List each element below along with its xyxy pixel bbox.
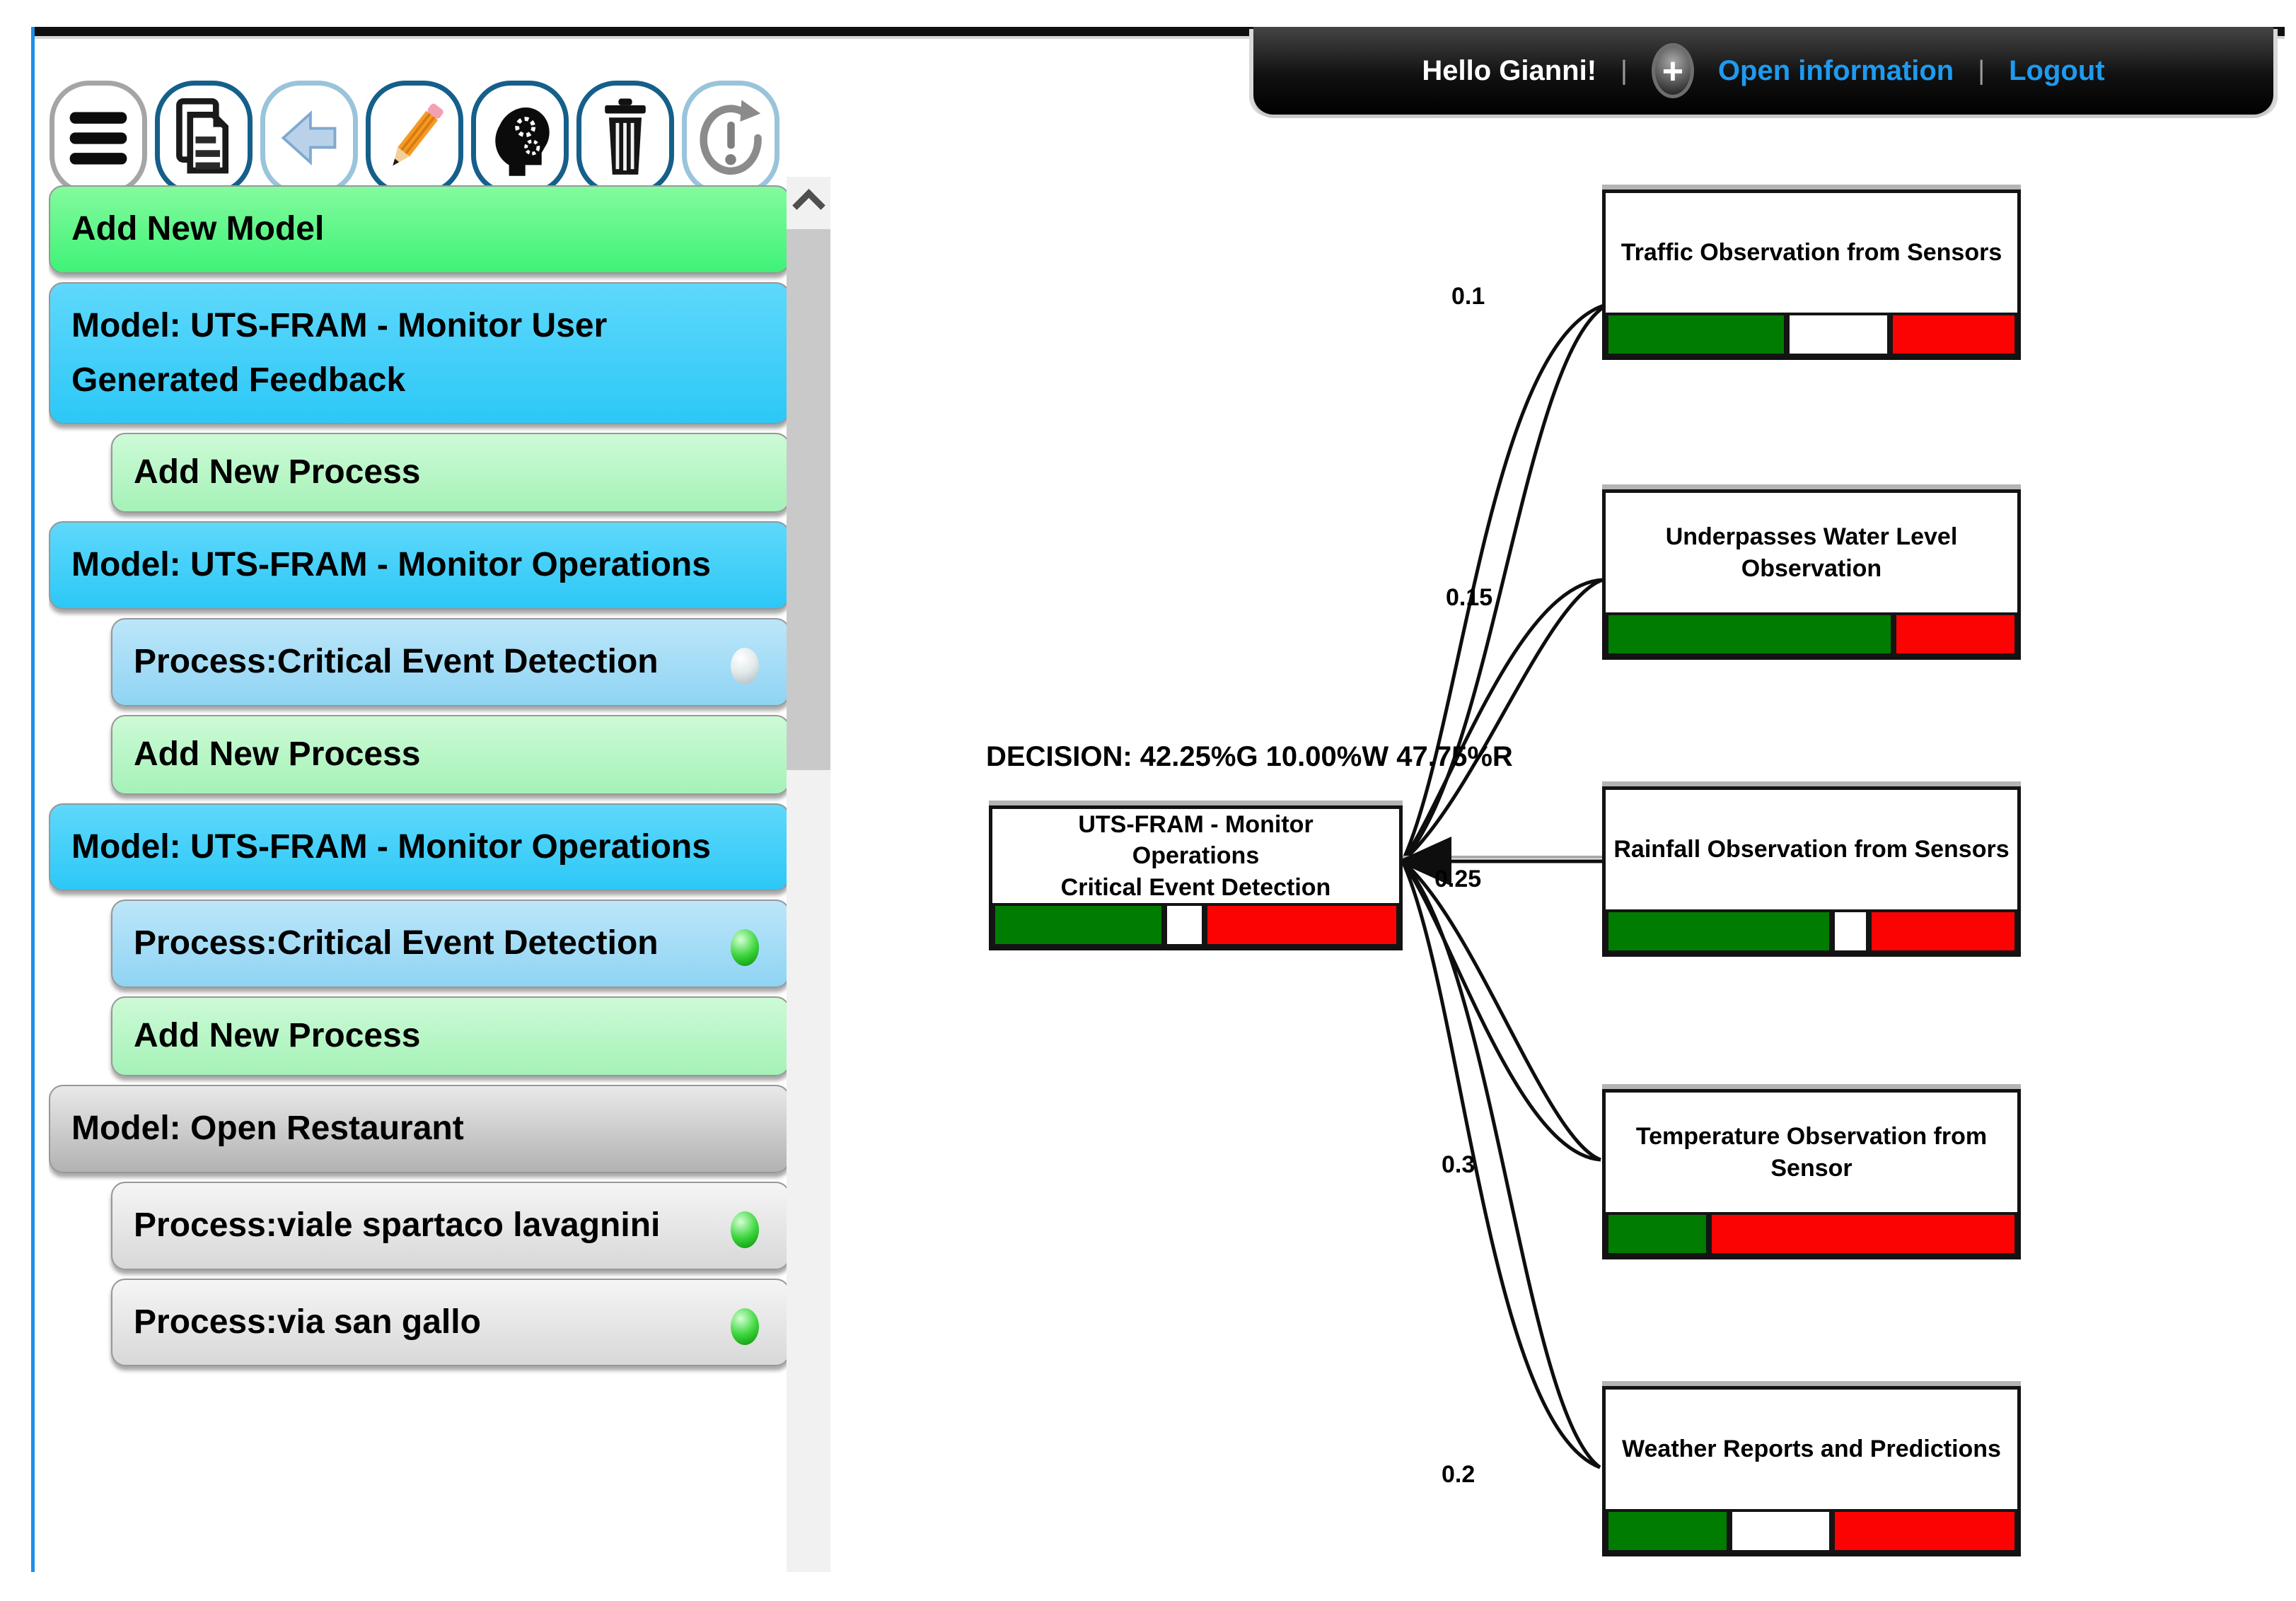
user-greeting: Hello Gianni! [1422,54,1597,86]
sensor-node-title: Weather Reports and Predictions [1622,1436,2001,1463]
left-border-line [31,27,35,1572]
reset-power-icon[interactable] [682,81,779,195]
status-dot-green [731,929,759,967]
sidebar-item-model-gray[interactable]: Model: Open Restaurant [49,1084,790,1173]
sensor-node[interactable]: Temperature Observation from Sensor [1602,1089,2021,1259]
bar-segment-green [1606,313,1787,356]
sidebar-item-label: Model: UTS-FRAM - Monitor User Generated… [71,306,608,399]
edge-weight-label: 0.2 [1442,1461,1475,1488]
status-dot-green [731,1308,759,1345]
edit-pencil-icon[interactable] [366,81,463,195]
sidebar-item-model-blue[interactable]: Model: UTS-FRAM - Monitor User Generated… [49,281,790,425]
sidebar-item-label: Model: UTS-FRAM - Monitor Operations [71,546,711,584]
sidebar-item-label: Add New Process [134,735,421,773]
bar-segment-red [1889,313,2017,356]
sidebar-item-process-gray[interactable]: Process:viale spartaco lavagnini [111,1181,790,1270]
head-gears-icon[interactable] [471,81,569,195]
sidebar-item-label: Model: UTS-FRAM - Monitor Operations [71,827,711,866]
sidebar-item-model-blue[interactable]: Model: UTS-FRAM - Monitor Operations [49,521,790,610]
header-separator: | [1978,55,1985,86]
sidebar-item-label: Process:viale spartaco lavagnini [134,1206,661,1244]
bar-segment-white [1164,903,1205,947]
bar-segment-white [1729,1509,1833,1553]
bar-segment-white [1787,313,1890,356]
bar-segment-red [1205,903,1399,947]
toolbar [50,81,779,195]
sidebar-item-label: Process:Critical Event Detection [134,924,659,962]
edge-weight-label: 0.3 [1442,1151,1475,1178]
sidebar-item-label: Add New Process [134,453,421,491]
sensor-node-title: Underpasses Water Level Observation [1665,523,1958,582]
central-process-node[interactable]: UTS-FRAM - Monitor Operations Critical E… [989,805,1403,950]
delete-trash-icon[interactable] [576,81,674,195]
edge-weight-label: 0.25 [1434,866,1482,892]
top-border-shadow [31,36,2285,39]
bar-segment-green [1606,612,1894,656]
sidebar-item-label: Process:via san gallo [134,1303,481,1341]
sensor-node-status-bar [1606,1212,2017,1256]
edge-weight-label: 0.15 [1446,584,1493,611]
sidebar-item-label: Add New Process [134,1017,421,1055]
sidebar-scrollbar[interactable] [787,177,830,1572]
sensor-node-status-bar [1606,313,2017,356]
sidebar-item-add-process[interactable]: Add New Process [111,433,790,513]
bar-segment-red [1832,1509,2017,1553]
bar-segment-green [1606,1212,1709,1256]
sidebar-item-process-blue[interactable]: Process:Critical Event Detection [111,617,790,706]
sidebar-item-label: Model: Open Restaurant [71,1109,464,1147]
sensor-node[interactable]: Rainfall Observation from Sensors [1602,786,2021,957]
sensor-node-title: Rainfall Observation from Sensors [1613,836,2010,863]
sensor-node-status-bar [1606,612,2017,656]
sensor-node-title: Temperature Observation from Sensor [1635,1123,1988,1182]
bar-segment-red [1869,909,2017,953]
plus-icon[interactable]: + [1651,43,1694,98]
sidebar-item-process-blue[interactable]: Process:Critical Event Detection [111,900,790,989]
documents-icon[interactable] [155,81,253,195]
bar-segment-red [1708,1212,2017,1256]
status-dot-green [731,1211,759,1248]
bar-segment-red [1894,612,2017,656]
open-information-link[interactable]: Open information [1717,54,1954,86]
edge-weight-label: 0.1 [1451,283,1485,310]
sidebar-item-add-model[interactable]: Add New Model [49,185,790,274]
bar-segment-white [1832,909,1869,953]
sidebar-item-label: Process:Critical Event Detection [134,642,659,680]
sidebar-item-add-process[interactable]: Add New Process [111,996,790,1076]
sidebar-item-add-process[interactable]: Add New Process [111,714,790,795]
bar-segment-green [992,903,1164,947]
bar-segment-green [1606,909,1833,953]
central-node-status-bar [992,903,1399,947]
sensor-node[interactable]: Traffic Observation from Sensors [1602,190,2021,360]
decision-result-label: DECISION: 42.25%G 10.00%W 47.75%R [986,741,1513,772]
sidebar-item-process-gray[interactable]: Process:via san gallo [111,1278,790,1367]
logout-link[interactable]: Logout [2009,54,2105,86]
header-separator: | [1620,55,1628,86]
menu-icon[interactable] [50,81,147,195]
bar-segment-green [1606,1509,1729,1553]
central-node-title: UTS-FRAM - Monitor Operations Critical E… [1060,811,1331,901]
sidebar-item-model-blue[interactable]: Model: UTS-FRAM - Monitor Operations [49,803,790,892]
back-arrow-icon[interactable] [260,81,358,195]
sidebar-item-label: Add New Model [71,210,325,248]
scrollbar-up-arrow-icon[interactable] [792,189,825,222]
header-banner: Hello Gianni! | + Open information | Log… [1253,27,2273,115]
sensor-node-title: Traffic Observation from Sensors [1620,239,2002,267]
sensor-node[interactable]: Weather Reports and Predictions [1602,1386,2021,1556]
scrollbar-thumb[interactable] [787,229,830,770]
status-dot-gray [731,647,759,685]
sensor-node[interactable]: Underpasses Water Level Observation [1602,489,2021,660]
sensor-node-status-bar [1606,909,2017,953]
sensor-node-status-bar [1606,1509,2017,1553]
